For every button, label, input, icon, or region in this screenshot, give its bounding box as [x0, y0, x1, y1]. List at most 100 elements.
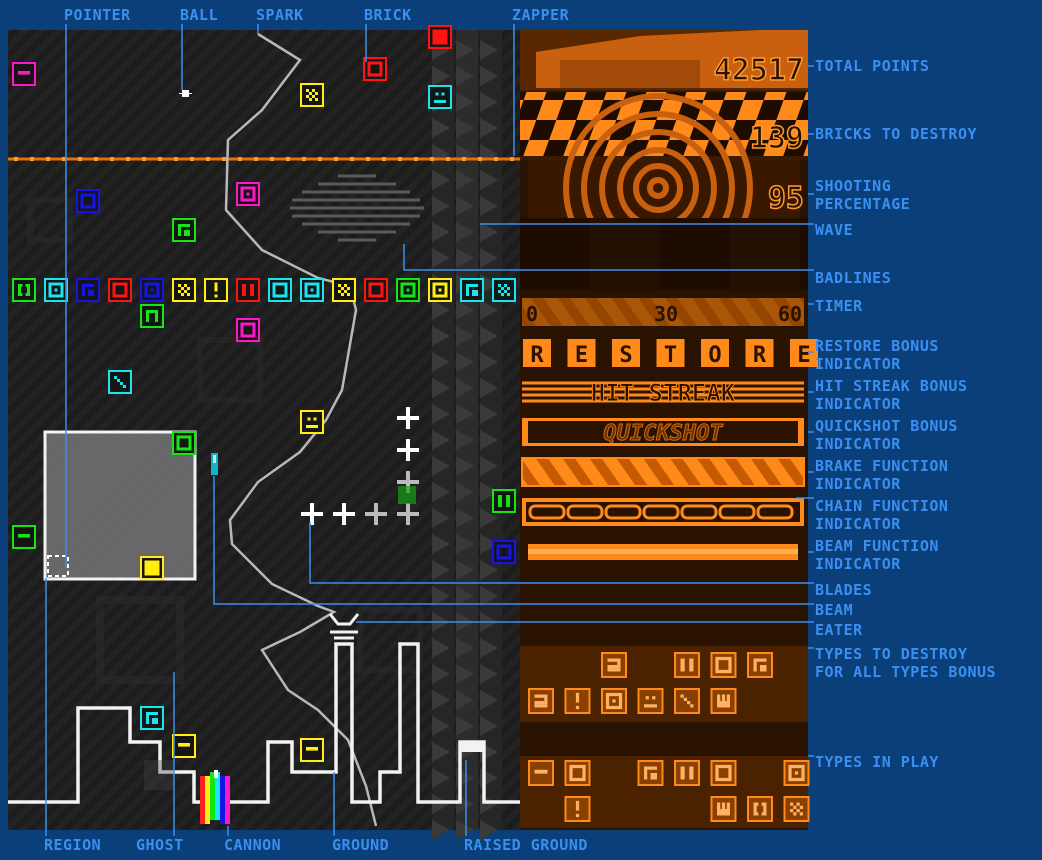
brick	[428, 85, 452, 109]
cannon-stripe	[210, 772, 215, 820]
brick	[300, 738, 324, 762]
brick-type	[747, 652, 773, 678]
bricks-to-destroy-value: 139	[750, 121, 804, 156]
zapper-dot	[334, 157, 338, 161]
label-cannon: CANNON	[224, 836, 282, 854]
timer-tick-60: 60	[778, 302, 802, 326]
wave	[290, 174, 424, 242]
label-beam: BEAM	[815, 601, 854, 619]
zapper-dot	[78, 157, 82, 161]
brick-type	[564, 796, 591, 822]
brick	[428, 25, 452, 49]
blade	[397, 407, 419, 429]
badline	[456, 30, 478, 840]
cannon-stripe	[220, 776, 225, 824]
brick	[300, 278, 324, 302]
brick-type	[710, 652, 737, 678]
label-bricks-to-destroy: BRICKS TO DESTROY	[815, 125, 978, 143]
brick-type	[601, 652, 627, 678]
ball	[179, 90, 192, 97]
restore-letter: O	[701, 339, 729, 368]
restore-letter-text: R	[753, 343, 767, 368]
zapper-dot	[254, 157, 258, 161]
zapper-dot	[270, 157, 274, 161]
cannon-stripe	[205, 776, 210, 824]
brick-type	[710, 760, 737, 786]
brick-type	[710, 796, 737, 822]
zapper-dot	[158, 157, 162, 161]
zapper-dot	[414, 157, 418, 161]
ghost	[144, 760, 174, 790]
chain-link	[566, 504, 604, 520]
label-ghost: GHOST	[136, 836, 184, 854]
label-eater: EATER	[815, 621, 863, 639]
eater	[328, 613, 360, 640]
blade	[301, 503, 323, 525]
brick	[364, 278, 388, 302]
types-to-destroy-panel	[520, 646, 808, 722]
blade	[333, 503, 355, 525]
hud-panel: 42517 139 95	[520, 30, 818, 830]
brick	[204, 278, 228, 302]
zapper-dot	[398, 157, 402, 161]
zapper-dot	[286, 157, 290, 161]
brick	[300, 83, 324, 107]
restore-letter-text: R	[530, 343, 544, 368]
brick	[236, 182, 260, 206]
restore-letter-text: E	[575, 343, 588, 368]
blade	[397, 439, 419, 461]
brick	[172, 734, 196, 758]
restore-letter: E	[790, 339, 818, 368]
brick	[12, 525, 36, 549]
brick	[140, 304, 164, 328]
bricks-to-destroy-panel: 139	[520, 92, 808, 157]
beam	[211, 453, 218, 475]
zapper-dot	[174, 157, 178, 161]
zapper-dot	[510, 157, 514, 161]
zapper-dot	[430, 157, 434, 161]
label-raised-ground: RAISED GROUND	[464, 836, 588, 854]
brick	[12, 62, 36, 86]
cannon	[200, 770, 230, 824]
zapper-dot	[142, 157, 146, 161]
label-ground: GROUND	[332, 836, 390, 854]
badline	[432, 30, 454, 840]
brick	[76, 189, 100, 213]
cannon-tip	[214, 770, 218, 778]
chain-link	[680, 504, 718, 520]
restore-letter: R	[745, 339, 774, 368]
restore-letter-text: O	[708, 343, 721, 368]
restore-letter: E	[567, 339, 596, 368]
label-brick: BRICK	[364, 6, 412, 24]
restore-letter-text: T	[664, 343, 677, 368]
brick	[44, 278, 68, 302]
brick	[76, 278, 100, 302]
label-badlines: BADLINES	[815, 269, 892, 287]
region	[43, 430, 197, 581]
zapper-dot	[238, 157, 242, 161]
brick	[460, 278, 484, 302]
quickshot-bonus-indicator: QUICKSHOT	[522, 418, 804, 447]
zapper-dot	[126, 157, 130, 161]
brick	[140, 278, 164, 302]
label-region: REGION	[44, 836, 102, 854]
cannon-stripe	[200, 776, 205, 824]
brick	[108, 370, 132, 394]
brick-type	[783, 760, 810, 786]
zapper-dot	[62, 157, 66, 161]
brick	[332, 278, 356, 302]
badline	[480, 30, 502, 840]
cannon-stripe	[225, 776, 230, 824]
zapper-dot	[30, 157, 34, 161]
zapper-dot	[446, 157, 450, 161]
blade	[397, 503, 419, 525]
chain-link	[642, 504, 680, 520]
zapper-dot	[318, 157, 322, 161]
chain-link	[756, 504, 794, 520]
label-pointer: POINTER	[64, 6, 131, 24]
chain-function-indicator	[522, 498, 804, 526]
quickshot-text: QUICKSHOT	[603, 421, 723, 446]
